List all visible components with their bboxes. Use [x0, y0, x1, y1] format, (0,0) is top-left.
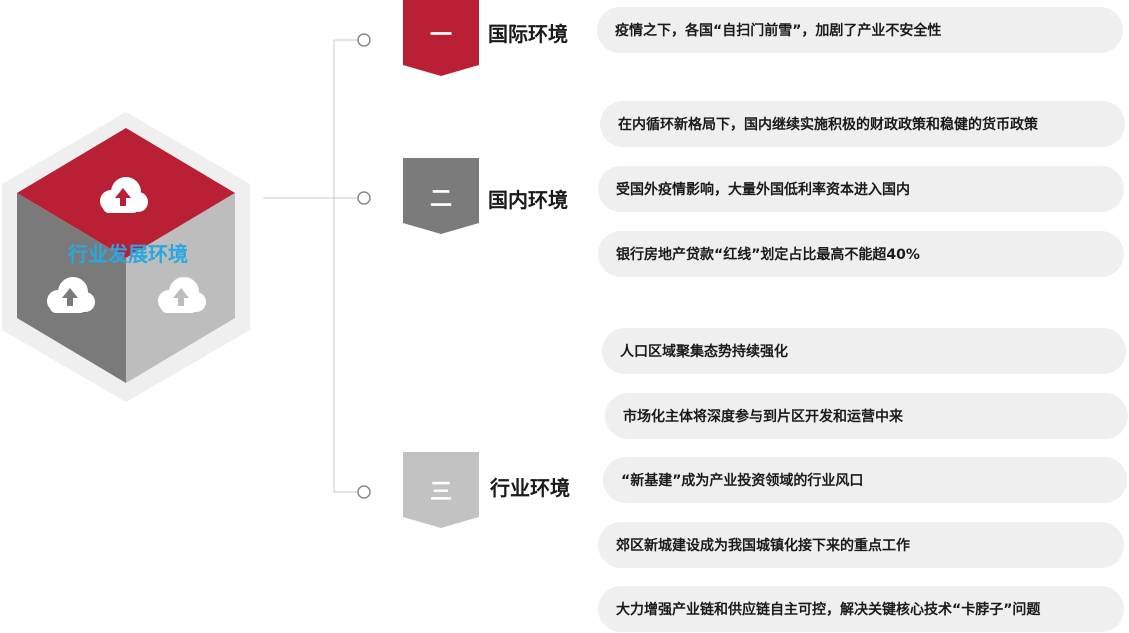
badge-number: 一 — [429, 23, 452, 48]
cloud-upload-icon — [100, 177, 148, 213]
list-item: 在内循环新格局下，国内继续实施积极的财政政策和稳健的货币政策 — [600, 101, 1125, 147]
list-item: “新基建”成为产业投资领域的行业风口 — [603, 457, 1127, 503]
list-item: 郊区新城建设成为我国城镇化接下来的重点工作 — [598, 522, 1124, 568]
section-title: 国际环境 — [488, 22, 568, 46]
badge-shape — [403, 158, 479, 234]
list-item: 大力增强产业链和供应链自主可控，解决关键核心技术“卡脖子”问题 — [598, 586, 1124, 632]
list-item: 市场化主体将深度参与到片区开发和运营中来 — [605, 393, 1128, 439]
section-title: 行业环境 — [490, 476, 570, 500]
badge-shape — [403, 452, 479, 528]
section-title: 国内环境 — [488, 188, 568, 212]
list-item: 受国外疫情影响，大量外国低利率资本进入国内 — [598, 166, 1124, 212]
list-item: 人口区域聚集态势持续强化 — [602, 328, 1126, 374]
list-item: 银行房地产贷款“红线”划定占比最高不能超40% — [598, 231, 1124, 277]
connector-node — [357, 485, 371, 499]
badge-number: 二 — [429, 187, 452, 212]
connector-node — [357, 191, 371, 205]
cloud-upload-icon — [47, 277, 95, 313]
cloud-upload-icon — [158, 277, 206, 313]
connector-node — [357, 33, 371, 47]
badge-shape — [403, 0, 479, 76]
center-title: 行业发展环境 — [68, 242, 188, 266]
badge-number: 三 — [429, 480, 452, 505]
list-item: 疫情之下，各国“自扫门前雪”，加剧了产业不安全性 — [597, 7, 1123, 53]
